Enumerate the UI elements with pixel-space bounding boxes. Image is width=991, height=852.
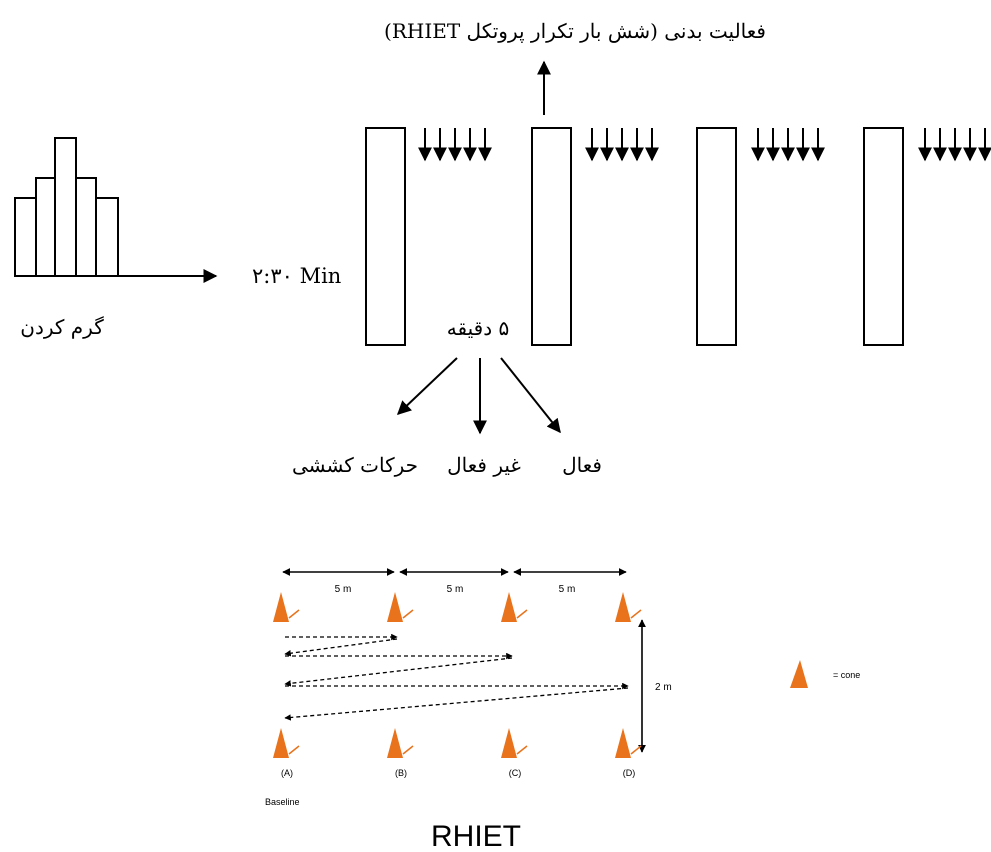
warmup-bar — [35, 177, 56, 277]
baseline-label: Baseline — [265, 797, 300, 807]
shuttle-runs — [284, 633, 629, 721]
cone-shadow — [516, 609, 528, 619]
warmup-bar — [75, 177, 97, 277]
cone-shadow — [516, 745, 528, 755]
width-label: 2 m — [655, 682, 672, 693]
distance-label: 5 m — [447, 584, 464, 595]
field-diagram: 5 m 5 m 5 m 2 m (A) (B) (C) (D) Baseline… — [265, 568, 860, 807]
bout-block — [863, 127, 904, 346]
warmup-label: گرم کردن — [20, 315, 104, 339]
cone-label: (D) — [623, 768, 636, 778]
cone-shadow — [402, 609, 414, 619]
bout-block — [696, 127, 737, 346]
cone-shadow — [630, 745, 642, 755]
cone-shadow — [402, 745, 414, 755]
cone-icon — [273, 592, 289, 622]
warmup-bars — [14, 137, 119, 277]
cone-icon — [273, 728, 289, 758]
cone-shadow — [288, 609, 300, 619]
cone-label: (B) — [395, 768, 407, 778]
warmup-bar — [54, 137, 77, 277]
rest-type-arrow — [396, 357, 458, 415]
legend-label: = cone — [833, 670, 860, 680]
cone-shadow — [630, 609, 642, 619]
warmup-bar — [14, 197, 37, 277]
bout-block — [365, 127, 406, 346]
cone-legend: = cone — [790, 660, 860, 688]
cone-icon — [501, 592, 517, 622]
cone-label: (C) — [509, 768, 522, 778]
bout-duration-label: ۲:۳۰ Min — [252, 264, 341, 288]
shuttle-run-path — [284, 687, 629, 721]
bout-block — [531, 127, 572, 346]
rest-type-arrow — [500, 357, 561, 434]
shuttle-run-path — [284, 638, 398, 657]
cone-icon — [615, 592, 631, 622]
caption: RHIET — [431, 820, 521, 852]
legend-cone-icon — [790, 660, 808, 688]
distance-label: 5 m — [559, 584, 576, 595]
cone-icon — [387, 728, 403, 758]
shuttle-run-path — [284, 657, 513, 687]
cone-icon — [501, 728, 517, 758]
cones — [273, 592, 642, 758]
warmup-bar — [95, 197, 119, 277]
rest-type-stretch: حرکات کششی — [292, 453, 418, 477]
rest-type-passive: غیر فعال — [447, 453, 521, 477]
cone-icon — [387, 592, 403, 622]
rest-type-active: فعال — [562, 453, 602, 477]
cone-label: (A) — [281, 768, 293, 778]
bout-blocks — [365, 127, 904, 346]
rest-duration-label: ۵ دقیقه — [447, 316, 509, 340]
rest-arrows — [418, 128, 991, 162]
cone-shadow — [288, 745, 300, 755]
distance-label: 5 m — [335, 584, 352, 595]
protocol-title: فعالیت بدنی (شش بار تکرار پروتکل RHIET) — [384, 19, 766, 43]
cone-icon — [615, 728, 631, 758]
